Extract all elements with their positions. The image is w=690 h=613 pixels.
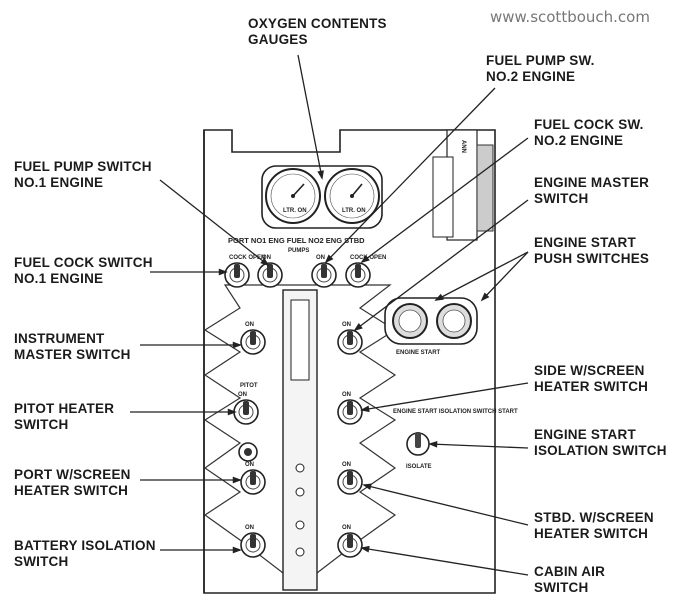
leader-line (159, 179, 269, 266)
leader-lines (130, 54, 529, 576)
switch-on-label: ON (342, 462, 351, 468)
fuel-cock-no2-callout: FUEL COCK SW.NO.2 ENGINE (534, 117, 644, 148)
side-strip: ANN (432, 129, 494, 241)
pitot-knob: PITOT (238, 383, 258, 462)
leader-line (297, 54, 323, 179)
arrowhead (232, 341, 242, 349)
arrowhead (362, 483, 372, 490)
arrowhead (480, 292, 490, 302)
leader-line (354, 199, 529, 331)
leader-line (361, 547, 529, 576)
leader-line (361, 382, 529, 411)
gauge-unit-label: LTR. ON (342, 208, 366, 214)
fuel-pump-no2-callout: FUEL PUMP SW.NO.2 ENGINE (486, 53, 595, 84)
pumps-sub-label: PUMPS (288, 248, 309, 254)
port-wscreen-switch: ON (240, 462, 266, 495)
arrowhead (353, 322, 363, 332)
arrowhead (232, 546, 242, 554)
switch-on-label: ON (262, 255, 271, 261)
stbd-wscreen-switch: ON (337, 462, 363, 495)
isolate-label: ISOLATE (406, 464, 432, 470)
arrowhead (360, 255, 370, 264)
switch-on-label: ON (342, 322, 351, 328)
leader-line (435, 251, 529, 301)
arrowhead (227, 408, 237, 416)
watermark: www.scottbouch.com (490, 8, 650, 26)
arrowhead (434, 293, 444, 301)
fuel-cock-no1-switch: COCK OPEN (224, 255, 265, 288)
engine-start-isolation-switch: ENGINE START ISOLATION SWITCH START ISOL… (393, 409, 518, 470)
leader-line (361, 137, 529, 263)
pitot-label: PITOT (240, 383, 258, 389)
switch-on-label: ON (245, 322, 254, 328)
leader-line (481, 251, 529, 301)
arrowhead (360, 545, 370, 553)
leader-line (429, 443, 529, 449)
switch-on-label: ON (245, 525, 254, 531)
oxygen-gauges: LTR. ON LTR. ON (261, 165, 383, 229)
leader-line (325, 87, 496, 263)
engine-start-label: ENGINE START (396, 350, 441, 356)
arrowhead (324, 254, 334, 264)
cabin-air-switch: ON (337, 525, 363, 558)
pitot-heater-switch: ON (233, 392, 259, 425)
instrument-master-switch: ON (240, 322, 266, 355)
pumps-header-label: PORT NO1 ENG FUEL NO2 ENG STBD (228, 236, 365, 245)
switch-on-label: ON (316, 255, 325, 261)
switch-on-label: ON (245, 462, 254, 468)
switch-on-label: ON (238, 392, 247, 398)
side-tab-label: ANN (460, 140, 466, 153)
switch-on-label: ON (342, 525, 351, 531)
arrowhead (428, 440, 438, 448)
switch-on-label: COCK OPEN (229, 255, 265, 261)
arrowhead (218, 268, 228, 276)
central-spine (203, 284, 397, 591)
engine-master-switch: ON (337, 322, 363, 355)
fuel-pump-no2-switch: ON (311, 255, 337, 288)
panel-outline (203, 129, 496, 594)
arrowhead (260, 257, 270, 267)
battery-isolation-switch: ON (240, 525, 266, 558)
arrowhead (317, 170, 324, 180)
fuel-pump-no1-switch: ON (257, 255, 283, 288)
side-wscreen-switch: ON (337, 392, 363, 425)
arrowhead (232, 476, 242, 484)
gauge-unit-label: LTR. ON (283, 208, 307, 214)
arrowhead (360, 405, 370, 413)
switch-on-label: ON (342, 392, 351, 398)
engine-start-push-switches: ENGINE START (384, 297, 478, 356)
isolation-top-label: ENGINE START ISOLATION SWITCH START (393, 409, 518, 415)
leader-line (363, 484, 529, 526)
